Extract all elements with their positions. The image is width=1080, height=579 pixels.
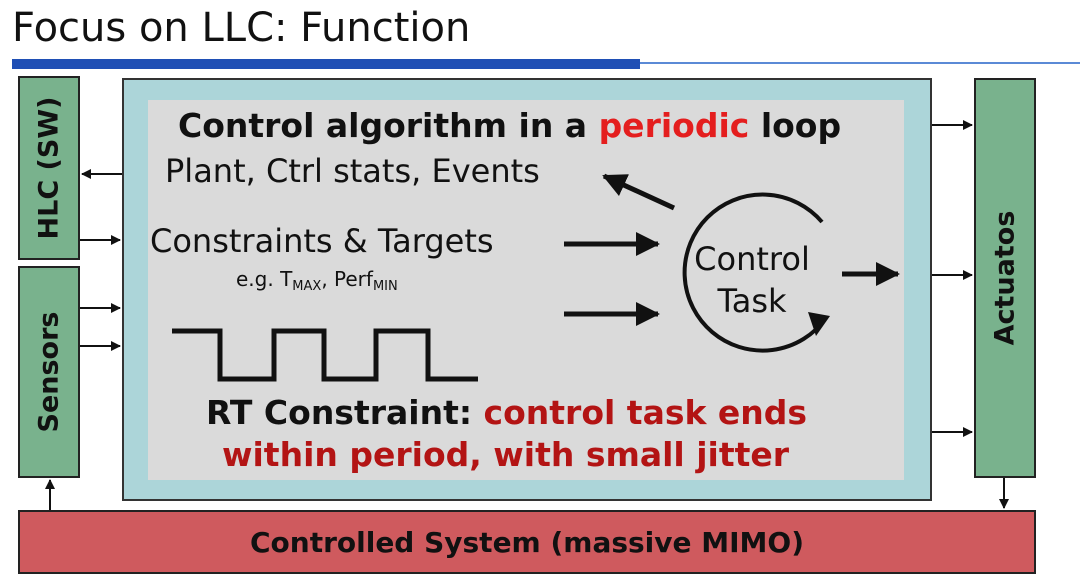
controlled-system-box: Controlled System (massive MIMO) bbox=[18, 510, 1036, 574]
tmax-subscript: MAX bbox=[292, 279, 322, 294]
hlc-box: HLC (SW) bbox=[18, 76, 80, 260]
rt-constraint-line1: RT Constraint: control task ends bbox=[206, 392, 807, 434]
constraints-targets-text: Constraints & Targets bbox=[150, 222, 494, 260]
slide-title: Focus on LLC: Function bbox=[12, 5, 471, 51]
heading-prefix: Control algorithm in a bbox=[178, 106, 599, 145]
rt-prefix: RT Constraint: bbox=[206, 393, 484, 432]
actuators-label: Actuatos bbox=[989, 210, 1021, 346]
example-sep: , Perf bbox=[321, 267, 373, 291]
control-task-line2: Task bbox=[717, 282, 787, 320]
rt-highlight: control task ends bbox=[483, 393, 808, 432]
control-algorithm-heading: Control algorithm in a periodic loop bbox=[178, 104, 841, 148]
hlc-label: HLC (SW) bbox=[33, 96, 65, 240]
heading-periodic: periodic bbox=[598, 106, 750, 145]
title-underline-thin bbox=[640, 62, 1080, 64]
controlled-system-label: Controlled System (massive MIMO) bbox=[249, 525, 805, 559]
control-task-label: Control Task bbox=[672, 238, 832, 322]
heading-suffix: loop bbox=[749, 106, 842, 145]
rt-constraint-line2: within period, with small jitter bbox=[222, 435, 790, 474]
sensors-label: Sensors bbox=[33, 311, 65, 433]
plant-stats-events-text: Plant, Ctrl stats, Events bbox=[165, 152, 540, 190]
title-underline-bar bbox=[12, 59, 640, 69]
example-prefix: e.g. T bbox=[236, 267, 293, 291]
sensors-box: Sensors bbox=[18, 266, 80, 478]
control-task-line1: Control bbox=[694, 240, 810, 278]
example-text: e.g. TMAX, PerfMIN bbox=[236, 264, 398, 302]
perfmin-subscript: MIN bbox=[372, 279, 398, 294]
actuators-box: Actuatos bbox=[974, 78, 1036, 478]
